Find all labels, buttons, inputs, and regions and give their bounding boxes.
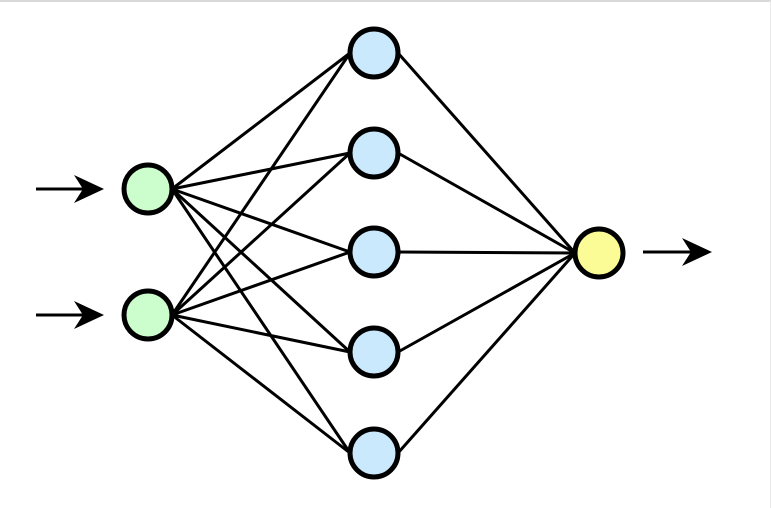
edge-hidden-4-output-1 <box>396 251 577 354</box>
edge-input-1-hidden-3 <box>170 187 352 254</box>
edge-hidden-3-output-1 <box>396 250 577 255</box>
output-arrow-icon <box>643 238 712 266</box>
edge-input-1-hidden-4 <box>170 187 352 354</box>
node-hidden-3 <box>347 225 401 279</box>
node-hidden-2 <box>347 126 401 180</box>
node-output-1 <box>572 226 626 280</box>
edge-input-2-hidden-4 <box>170 313 352 354</box>
output-arrow-head <box>682 238 712 266</box>
input-arrow-1-icon <box>36 175 104 203</box>
edge-input-2-hidden-1 <box>170 51 352 317</box>
node-input-1 <box>121 162 175 216</box>
input-arrow-2-icon <box>36 301 104 329</box>
input-arrow-1-head <box>74 175 104 203</box>
node-hidden-1 <box>347 26 401 80</box>
edge-input-1-hidden-1 <box>170 51 352 191</box>
edge-input-2-hidden-5 <box>170 313 352 455</box>
edge-input-1-hidden-5 <box>170 187 352 455</box>
edge-input-2-hidden-3 <box>170 250 352 317</box>
edge-hidden-5-output-1 <box>396 251 577 455</box>
node-input-2 <box>121 288 175 342</box>
node-hidden-5 <box>347 426 401 480</box>
edge-input-1-hidden-2 <box>170 151 352 191</box>
edge-input-2-hidden-2 <box>170 151 352 317</box>
input-arrow-2-head <box>74 301 104 329</box>
node-hidden-4 <box>347 325 401 379</box>
edge-hidden-2-output-1 <box>396 151 577 255</box>
edge-hidden-1-output-1 <box>396 51 577 255</box>
